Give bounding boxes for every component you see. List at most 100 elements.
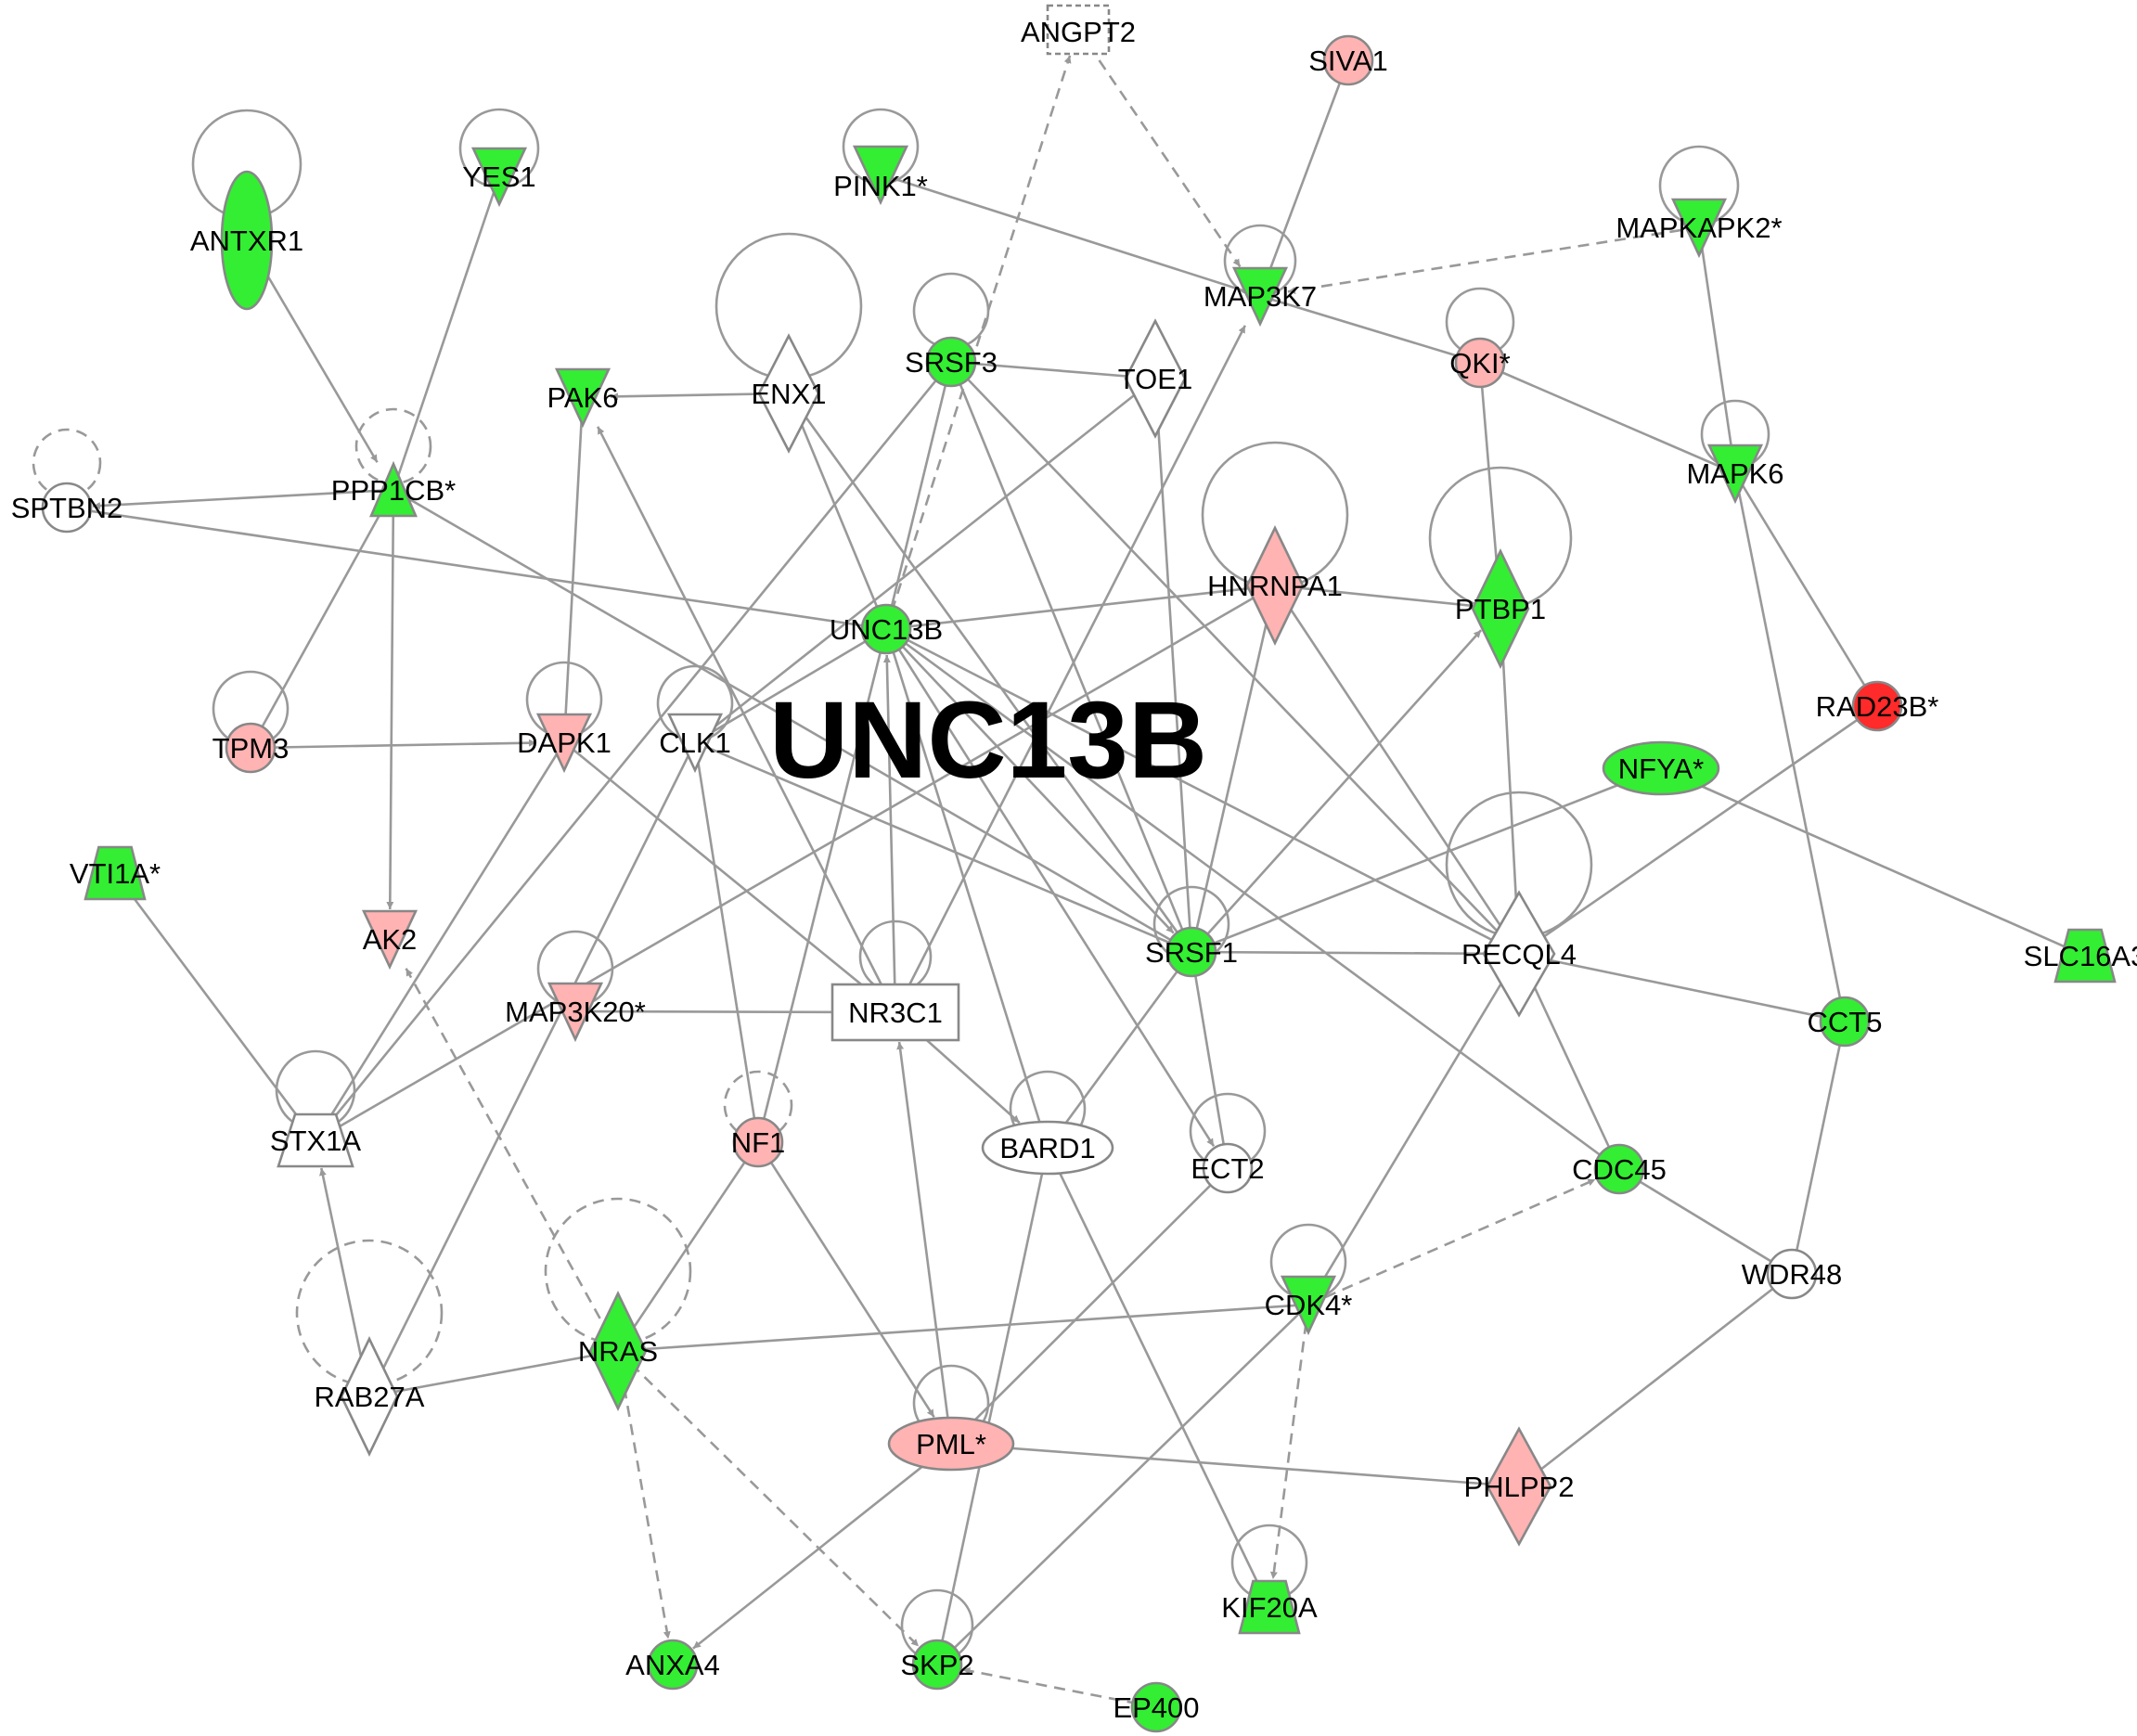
node-shape-recql4	[1482, 890, 1556, 1018]
node-srsf1[interactable]: SRSF1	[1145, 926, 1238, 978]
edge-ppp1cb-tpm3	[249, 489, 395, 749]
node-shape-dapk1	[535, 713, 593, 774]
node-ect2[interactable]: ECT2	[1191, 1142, 1265, 1194]
node-pak6[interactable]: PAK6	[547, 367, 619, 429]
edge-cdk4-cdc45	[1307, 1177, 1596, 1306]
node-enx1[interactable]: ENX1	[752, 333, 827, 454]
edge-rab27a-clk1	[367, 741, 697, 1397]
node-label-ptbp1: PTBP1	[1455, 593, 1546, 625]
edge-tpm3-dapk1	[250, 739, 537, 750]
node-shape-tpm3	[225, 722, 277, 774]
edge-qki-mapk6	[1479, 361, 1736, 475]
node-cdk4[interactable]: CDK4*	[1265, 1275, 1353, 1336]
node-srsf3[interactable]: SRSF3	[905, 336, 998, 388]
node-shape-anxa4	[647, 1639, 699, 1691]
node-label-pak6: PAK6	[547, 381, 619, 414]
node-nras[interactable]: NRAS	[578, 1291, 658, 1411]
node-ak2[interactable]: AK2	[361, 909, 418, 971]
node-tpm3[interactable]: TPM3	[212, 722, 290, 774]
node-label-pml: PML*	[916, 1428, 986, 1460]
node-label-anxa4: ANXA4	[625, 1649, 720, 1681]
node-siva1[interactable]: SIVA1	[1308, 34, 1388, 86]
self-loop-nf1	[723, 1070, 793, 1140]
node-shape-vti1a	[84, 845, 147, 901]
node-sptbn2[interactable]: SPTBN2	[11, 482, 123, 534]
edge-recql4-cct5	[1518, 952, 1846, 1023]
edge-hnrnpa1-recql4	[1273, 585, 1521, 955]
node-shape-cdc45	[1593, 1143, 1645, 1195]
edge-srsf1-ptbp1	[1191, 629, 1483, 953]
node-nfya[interactable]: NFYA*	[1602, 740, 1720, 796]
edge-srsf3-stx1a	[314, 361, 953, 1141]
node-recql4[interactable]: RECQL4	[1461, 890, 1577, 1018]
edge-srsf3-recql4	[950, 361, 1520, 955]
node-yes1[interactable]: YES1	[462, 147, 536, 208]
node-dapk1[interactable]: DAPK1	[517, 713, 611, 774]
node-label-qki: QKI*	[1449, 347, 1510, 379]
edge-mapkapk2-map3k7	[1287, 225, 1700, 295]
node-anxa4[interactable]: ANXA4	[625, 1639, 720, 1691]
node-pml[interactable]: PML*	[887, 1416, 1015, 1472]
node-mapk6[interactable]: MAPK6	[1686, 444, 1784, 505]
node-map3k20[interactable]: MAP3K20*	[505, 982, 646, 1043]
node-hnrnpa1[interactable]: HNRNPA1	[1207, 525, 1343, 646]
node-cdc45[interactable]: CDC45	[1572, 1143, 1667, 1195]
edge-unc13b-nf1	[756, 628, 888, 1143]
node-phlpp2[interactable]: PHLPP2	[1464, 1426, 1575, 1547]
node-shape-mapkapk2	[1670, 198, 1728, 259]
node-label-mapk6: MAPK6	[1686, 457, 1783, 490]
node-map3k7[interactable]: MAP3K7	[1204, 266, 1317, 328]
node-nf1[interactable]: NF1	[731, 1116, 786, 1168]
node-label-yes1: YES1	[462, 161, 535, 193]
edge-pml-phlpp2	[950, 1442, 1520, 1488]
node-mapkapk2[interactable]: MAPKAPK2*	[1616, 198, 1783, 259]
node-shape-ep400	[1130, 1681, 1182, 1733]
node-pink1[interactable]: PINK1*	[833, 145, 928, 206]
node-nr3c1[interactable]: NR3C1	[830, 983, 960, 1042]
node-shape-toe1	[1124, 318, 1187, 439]
node-label-cct5: CCT5	[1808, 1006, 1883, 1038]
node-label-map3k20: MAP3K20*	[505, 996, 646, 1028]
edge-unc13b-bard1	[884, 628, 1049, 1149]
edge-dapk1-pak6	[562, 396, 585, 743]
node-clk1[interactable]: CLK1	[659, 713, 731, 774]
self-loop-sptbn2	[32, 428, 102, 498]
node-ppp1cb[interactable]: PPP1CB*	[331, 460, 456, 518]
node-shape-srsf1	[1165, 926, 1217, 978]
edge-nras-skp2	[617, 1350, 920, 1648]
edge-mapkapk2-mapk6	[1697, 226, 1737, 474]
node-shape-pak6	[554, 367, 611, 429]
node-ep400[interactable]: EP400	[1113, 1681, 1200, 1733]
node-qki[interactable]: QKI*	[1449, 337, 1511, 389]
node-rab27a[interactable]: RAB27A	[315, 1336, 425, 1457]
node-toe1[interactable]: TOE1	[1118, 318, 1192, 439]
node-kif20a[interactable]: KIF20A	[1221, 1579, 1318, 1635]
node-antxr1[interactable]: ANTXR1	[190, 170, 303, 311]
node-vti1a[interactable]: VTI1A*	[70, 845, 161, 901]
diagram-title: UNC13B	[769, 679, 1207, 802]
node-bard1[interactable]: BARD1	[981, 1120, 1114, 1176]
node-wdr48[interactable]: WDR48	[1742, 1248, 1843, 1300]
node-label-ect2: ECT2	[1191, 1152, 1264, 1185]
edge-ep400-skp2	[962, 1666, 1157, 1709]
node-unc13b[interactable]: UNC13B	[830, 603, 943, 655]
edge-cdk4-kif20a	[1269, 1304, 1310, 1580]
node-label-vti1a: VTI1A*	[70, 857, 161, 890]
node-shape-hnrnpa1	[1245, 525, 1305, 646]
node-shape-wdr48	[1766, 1248, 1818, 1300]
edge-unc13b-recql4	[885, 627, 1520, 956]
node-label-pink1: PINK1*	[833, 170, 928, 202]
node-stx1a[interactable]: STX1A	[270, 1112, 362, 1168]
edge-unc13b-cdc45	[885, 627, 1620, 1171]
edge-recql4-cdk4	[1307, 953, 1521, 1305]
node-angpt2[interactable]: ANGPT2	[1021, 4, 1136, 56]
node-label-nf1: NF1	[731, 1126, 786, 1159]
node-cct5[interactable]: CCT5	[1808, 996, 1883, 1048]
node-ptbp1[interactable]: PTBP1	[1455, 548, 1546, 669]
node-label-skp2: SKP2	[900, 1649, 973, 1681]
node-skp2[interactable]: SKP2	[900, 1639, 974, 1691]
node-rad23b[interactable]: RAD23B*	[1816, 680, 1939, 732]
node-shape-sptbn2	[41, 482, 93, 534]
node-slc16a3[interactable]: SLC16A3	[2024, 928, 2137, 984]
